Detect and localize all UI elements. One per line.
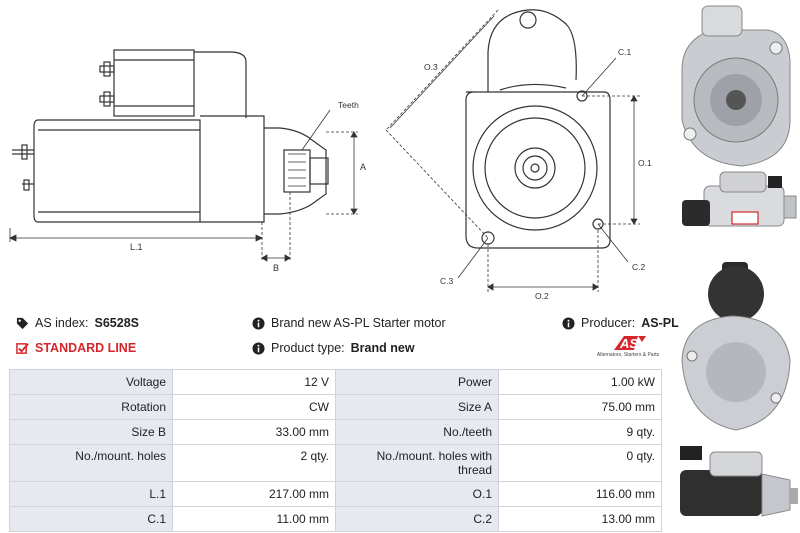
spec-label: Rotation	[9, 394, 173, 420]
dim-o1-label: O.1	[638, 158, 652, 168]
spec-table: Voltage 12 V Power 1.00 kW Rotation CW S…	[9, 369, 662, 532]
standard-line: STANDARD LINE	[16, 341, 136, 355]
producer: Producer: AS-PL	[562, 316, 679, 330]
spec-value: 13.00 mm	[498, 506, 662, 532]
description-text: Brand new AS-PL Starter motor	[271, 316, 446, 330]
product-type-label: Product type:	[271, 341, 345, 355]
as-index-value: S6528S	[94, 316, 139, 330]
dim-c2-label: C.2	[632, 262, 646, 272]
product-photos	[680, 5, 798, 517]
info-icon	[562, 316, 575, 330]
spec-label: Size B	[9, 419, 173, 445]
product-type-value: Brand new	[350, 341, 415, 355]
dim-l1-label: L.1	[130, 242, 143, 252]
as-index-label: AS index:	[35, 316, 89, 330]
front-dimensions	[385, 9, 640, 292]
spec-value: 33.00 mm	[172, 419, 336, 445]
producer-label: Producer:	[581, 316, 636, 330]
side-dimensions	[9, 109, 358, 262]
producer-value: AS-PL	[641, 316, 679, 330]
spec-label: Size A	[335, 394, 499, 420]
table-row: No./mount. holes 2 qty. No./mount. holes…	[9, 444, 662, 482]
dim-a-label: A	[360, 162, 366, 172]
table-row: Size B 33.00 mm No./teeth 9 qty.	[9, 419, 662, 445]
dim-o3-label: O.3	[424, 62, 438, 72]
checkbox-icon	[16, 342, 29, 354]
product-type: Product type: Brand new	[252, 341, 415, 355]
side-view	[12, 49, 329, 223]
spec-value: 116.00 mm	[498, 481, 662, 507]
as-logo-mark: AS	[614, 336, 646, 351]
spec-label: No./teeth	[335, 419, 499, 445]
photo-front-view	[681, 5, 791, 167]
photo-top-view	[680, 446, 798, 517]
spec-value: 9 qty.	[498, 419, 662, 445]
spec-label: C.1	[9, 506, 173, 532]
spec-value: 2 qty.	[172, 444, 336, 482]
table-row: Rotation CW Size A 75.00 mm	[9, 394, 662, 420]
front-view	[465, 9, 611, 249]
spec-value: CW	[172, 394, 336, 420]
spec-value: 1.00 kW	[498, 369, 662, 395]
brand-tagline: Alternators, Starters & Parts	[596, 352, 660, 358]
table-row: C.1 11.00 mm C.2 13.00 mm	[9, 506, 662, 532]
spec-label: O.1	[335, 481, 499, 507]
solenoid-outline	[113, 49, 195, 117]
spec-value: 0 qty.	[498, 444, 662, 482]
table-row: L.1 217.00 mm O.1 116.00 mm	[9, 481, 662, 507]
spec-label: Power	[335, 369, 499, 395]
spec-value: 217.00 mm	[172, 481, 336, 507]
dim-b-label: B	[273, 263, 279, 273]
description: Brand new AS-PL Starter motor	[252, 316, 446, 330]
brand-logo: AS Alternators, Starters & Parts	[594, 334, 662, 360]
spec-value: 75.00 mm	[498, 394, 662, 420]
spec-label: No./mount. holes	[9, 444, 173, 482]
dim-o2-label: O.2	[535, 291, 549, 301]
spec-value: 12 V	[172, 369, 336, 395]
tags-icon	[16, 317, 29, 329]
spec-value: 11.00 mm	[172, 506, 336, 532]
photo-rear-view	[681, 262, 791, 431]
info-icon	[252, 316, 265, 330]
table-row: Voltage 12 V Power 1.00 kW	[9, 369, 662, 395]
dim-c3-label: C.3	[440, 276, 454, 286]
spec-label: C.2	[335, 506, 499, 532]
motor-body-outline	[33, 119, 201, 223]
spec-label: Voltage	[9, 369, 173, 395]
product-info: AS index: S6528S STANDARD LINE Brand new…	[0, 310, 679, 362]
technical-drawing: Teeth A L.1 B O.3 C.1 O.1 C.3 C.2 O.	[9, 9, 652, 301]
dim-c1-label: C.1	[618, 47, 632, 57]
photo-side-view	[682, 171, 797, 227]
spec-label: No./mount. holes with thread	[335, 444, 499, 482]
as-index: AS index: S6528S	[16, 316, 139, 330]
info-icon	[252, 341, 265, 355]
teeth-label: Teeth	[338, 100, 359, 110]
spec-label: L.1	[9, 481, 173, 507]
standard-line-label: STANDARD LINE	[35, 341, 137, 355]
as-logo-text: AS	[619, 336, 638, 351]
